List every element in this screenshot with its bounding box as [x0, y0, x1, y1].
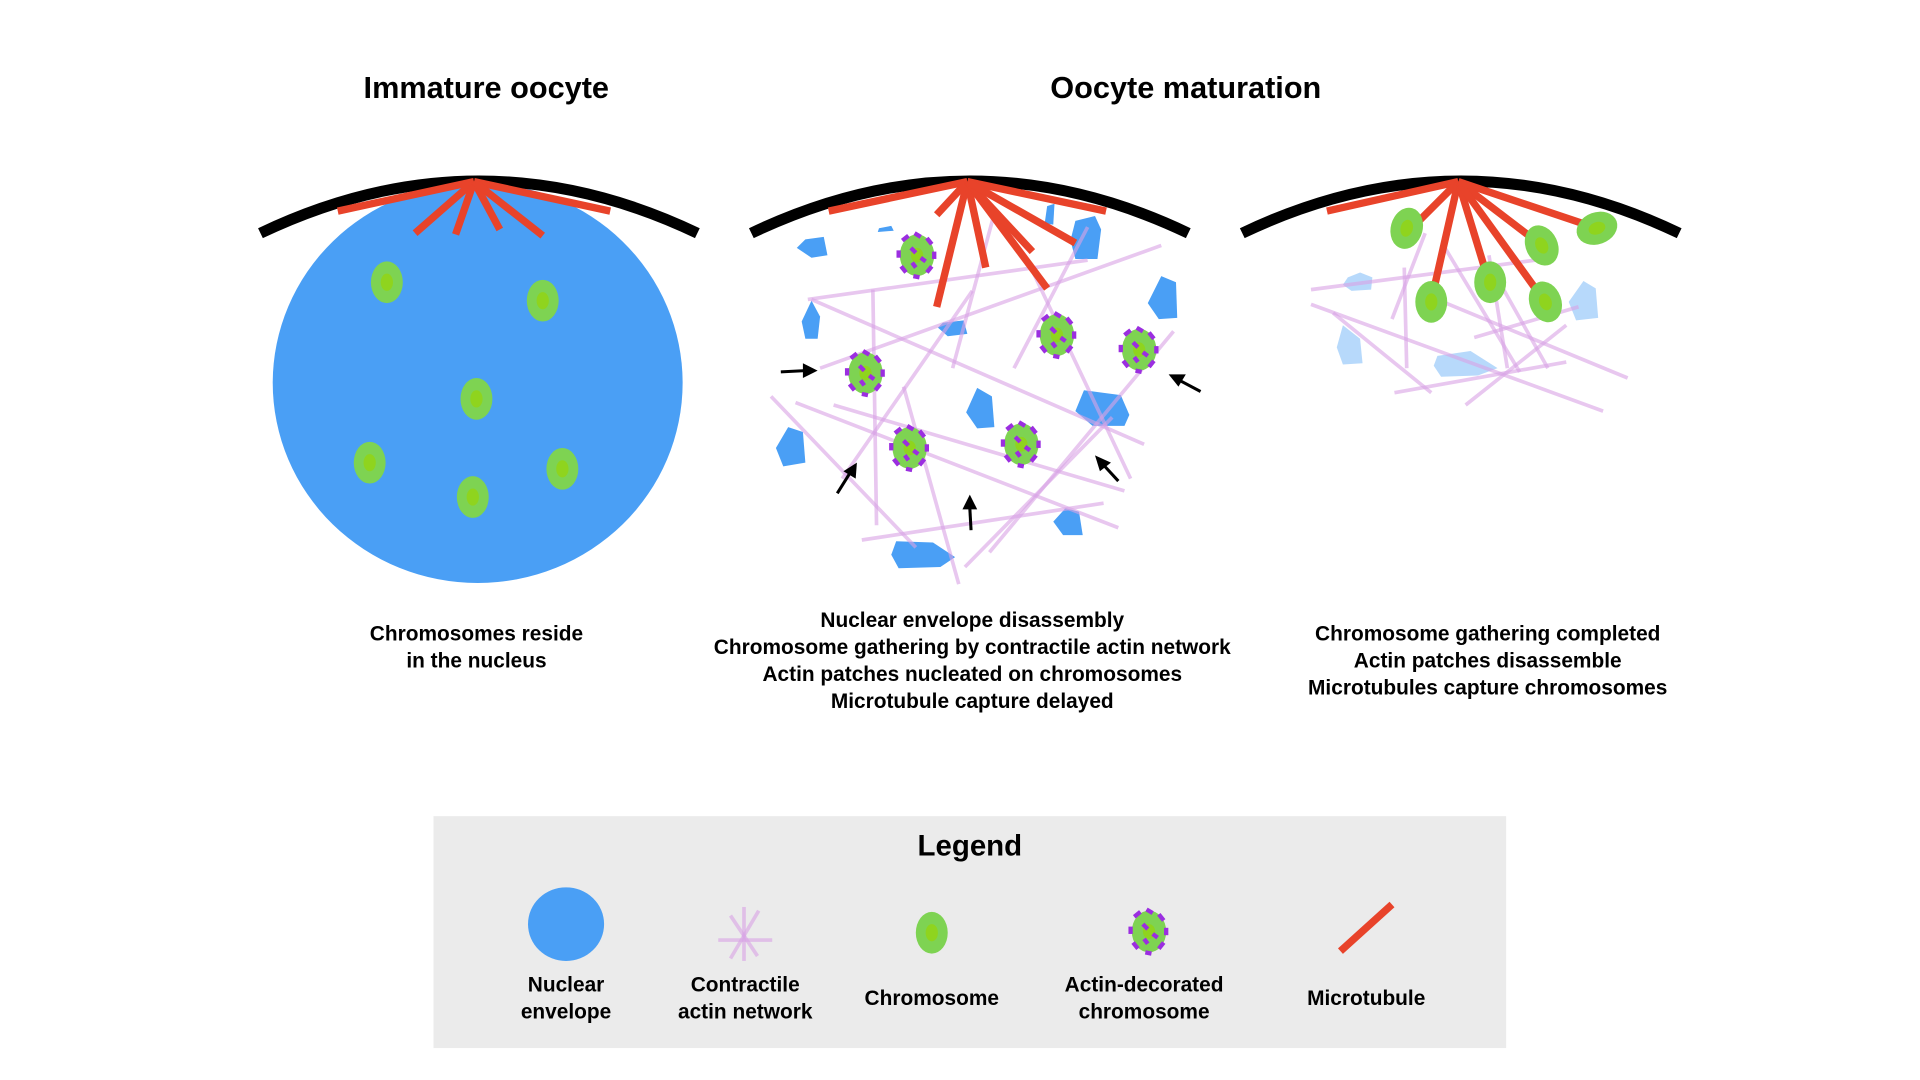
svg-text:Chromosome gathering completed: Chromosome gathering completed [1315, 623, 1660, 646]
chromosome [370, 261, 403, 304]
nuclear-envelope-remnants [1336, 272, 1599, 377]
caption-completed: Chromosome gathering completed Actin pat… [1308, 623, 1667, 700]
arrow-icon [1095, 455, 1120, 483]
microtubule-icon [1337, 901, 1395, 954]
actin-decorated-chromosome [1039, 313, 1075, 357]
chromosome [456, 476, 489, 518]
caption-immature: Chromosomes reside in the nucleus [370, 623, 583, 673]
svg-text:Nuclear: Nuclear [528, 974, 605, 997]
chromosome [546, 447, 579, 490]
svg-text:actin network: actin network [678, 1001, 813, 1024]
chromosome [1415, 281, 1448, 323]
microtubule-aster [827, 178, 1107, 308]
svg-text:in the nucleus: in the nucleus [406, 650, 546, 673]
svg-text:Actin patches nucleated on chr: Actin patches nucleated on chromosomes [762, 663, 1182, 686]
actin-decorated-chromosome [1121, 328, 1157, 372]
microtubule-aster [336, 178, 612, 239]
chromosome [1518, 219, 1566, 272]
svg-text:Nuclear envelope disassembly: Nuclear envelope disassembly [820, 609, 1124, 632]
arrow-icon [835, 462, 857, 495]
svg-text:Actin-decorated: Actin-decorated [1065, 974, 1224, 997]
panel-maturation [748, 175, 1202, 585]
chromosome [353, 441, 386, 484]
panel-immature [258, 175, 700, 583]
svg-text:Chromosome gathering by contra: Chromosome gathering by contractile acti… [714, 636, 1231, 659]
legend-title: Legend [917, 829, 1022, 862]
caption-maturation: Nuclear envelope disassembly Chromosome … [714, 609, 1231, 713]
arrow-icon [780, 363, 818, 378]
chromosome [1474, 261, 1507, 304]
svg-text:chromosome: chromosome [1079, 1001, 1210, 1024]
actin-network-icon [718, 906, 773, 961]
chromosome [526, 279, 559, 322]
svg-text:Contractile: Contractile [691, 974, 800, 997]
svg-text:Chromosome: Chromosome [865, 987, 999, 1010]
svg-text:Microtubule capture delayed: Microtubule capture delayed [831, 690, 1114, 713]
actin-decorated-chromosome [847, 351, 883, 395]
actin-decorated-chromosome [1003, 422, 1039, 466]
legend: Legend Nuclear envelope Contractile acti… [433, 816, 1507, 1049]
svg-text:Microtubules capture chromosom: Microtubules capture chromosomes [1308, 677, 1667, 700]
svg-text:Actin patches disassemble: Actin patches disassemble [1354, 650, 1622, 673]
actin-decorated-chromosome-icon [1131, 909, 1167, 953]
actin-decorated-chromosome [899, 233, 935, 277]
chromosome-icon [915, 911, 948, 954]
svg-text:envelope: envelope [521, 1001, 611, 1024]
arrow-icon [1168, 374, 1202, 393]
gathering-arrows [780, 363, 1202, 531]
chromosome [460, 378, 493, 420]
nuclear-envelope-icon [528, 887, 605, 961]
legend-box [433, 816, 1507, 1049]
svg-text:Chromosomes reside: Chromosomes reside [370, 623, 583, 646]
arrow-icon [962, 494, 978, 531]
nuclear-envelope-fragments [775, 203, 1178, 569]
panel-title-immature: Immature oocyte [364, 70, 609, 105]
svg-text:Microtubule: Microtubule [1307, 987, 1425, 1010]
actin-network [1310, 232, 1629, 413]
panel-title-maturation: Oocyte maturation [1050, 70, 1321, 105]
panel-completed [1239, 175, 1682, 413]
actin-decorated-chromosome [891, 426, 927, 470]
chromosome [1571, 206, 1623, 251]
